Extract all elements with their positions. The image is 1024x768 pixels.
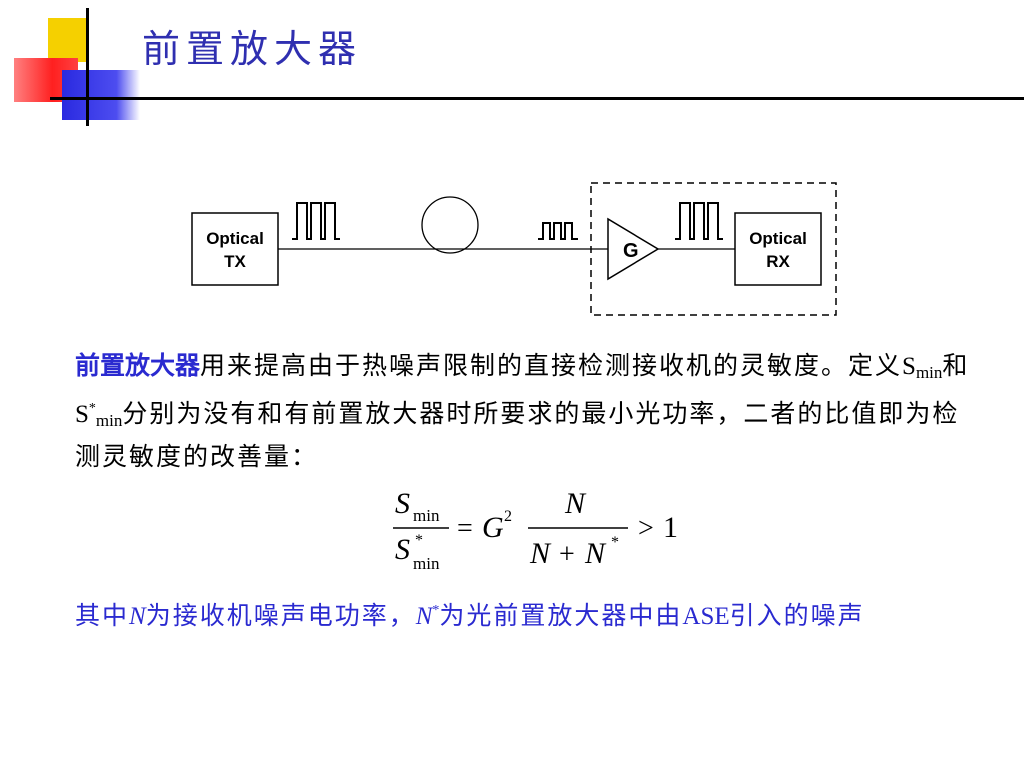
para2-text-b: 为接收机噪声电功率， (145, 601, 416, 630)
optical-rx-label-2: RX (766, 252, 790, 271)
para2-text-c: 为光前置放大器中由 (439, 601, 683, 630)
para1-and: 和 (942, 351, 970, 380)
formula-plus: + (559, 539, 575, 570)
title-decoration (14, 8, 140, 126)
optical-rx-box (734, 212, 822, 286)
noise-paragraph: 其中N为接收机噪声电功率，N*为光前置放大器中由ASE引入的噪声 (75, 593, 975, 635)
ase-abbrev: ASE (682, 603, 730, 630)
pulse-train-strong (292, 202, 340, 240)
para1-text-a: 用来提高由于热噪声限制的直接检测接收机的灵敏度。定义 (200, 351, 903, 380)
formula-n-num: N (564, 487, 587, 520)
optical-tx-box (191, 212, 279, 286)
definition-paragraph: 前置放大器用来提高由于热噪声限制的直接检测接收机的灵敏度。定义Smin和S*mi… (75, 348, 975, 475)
formula-g-sup: 2 (504, 508, 512, 525)
keyword-preamplifier: 前置放大器 (75, 351, 201, 380)
preamplifier-enclosure (590, 182, 837, 316)
formula-n-den-sup: * (611, 534, 619, 551)
formula-num-sub: min (413, 506, 440, 525)
pulse-train-weak (538, 222, 578, 240)
formula-num-s: S (395, 487, 410, 520)
s-star-symbol: S (75, 401, 89, 428)
n-star-symbol: N (415, 603, 433, 630)
s-min-subscript: min (915, 363, 943, 382)
amplifier-triangle (607, 217, 660, 281)
s-star-subscript: min (95, 411, 123, 430)
title-underline (50, 97, 1024, 100)
formula-equals: = (457, 513, 473, 544)
formula-one: 1 (663, 511, 678, 544)
s-min-symbol: S (902, 353, 916, 380)
formula-g: G (482, 511, 504, 544)
amplifier-gain-label: G (623, 240, 639, 262)
n-symbol: N (129, 603, 146, 630)
formula-den-sub: min (413, 554, 440, 573)
optical-rx-label-1: Optical (749, 229, 807, 248)
s-star-superscript: * (88, 401, 96, 416)
optical-tx-label-1: Optical (206, 229, 264, 248)
optical-tx-label-2: TX (224, 252, 246, 271)
pulse-train-amplified (675, 202, 723, 240)
page-title: 前置放大器 (142, 27, 363, 71)
preamplifier-diagram: Optical TX G Optical RX (191, 182, 837, 316)
formula-n-den-a: N (529, 537, 552, 570)
para2-text-d: 引入的噪声 (729, 601, 865, 630)
formula-greater-than: > (638, 513, 654, 544)
para2-text-a: 其中 (75, 601, 130, 630)
n-star-superscript: * (432, 603, 440, 618)
fiber-spool (421, 196, 479, 254)
formula-den-sup: * (415, 532, 423, 549)
para1-text-b: 分别为没有和有前置放大器时所要求的最小光功率，二者的比值即为检测灵敏度的改善量： (75, 399, 960, 471)
formula-n-den-b: N (584, 537, 607, 570)
formula-den-s: S (395, 533, 410, 566)
sensitivity-formula: S min S * min = G 2 N N + N * > 1 (393, 487, 678, 573)
